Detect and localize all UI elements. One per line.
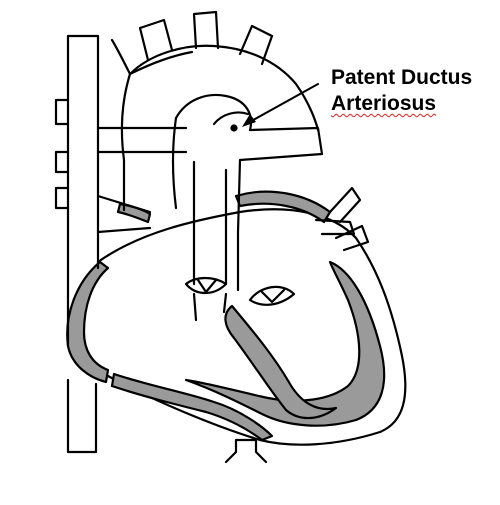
aortic-valve bbox=[248, 285, 296, 306]
heart-outline bbox=[96, 208, 407, 446]
arch-outer bbox=[128, 44, 320, 132]
pulmonary-valve bbox=[184, 276, 228, 295]
pulmonary-valve-leaflet bbox=[196, 278, 218, 294]
right-atrium-wall bbox=[66, 260, 110, 384]
label-arteriosus: Arteriosus bbox=[331, 92, 436, 116]
right-pulmonary-vein-2 bbox=[54, 150, 70, 174]
right-pulmonary-vein-3 bbox=[54, 186, 70, 210]
ventricle-wall bbox=[184, 260, 386, 427]
label-patent-ductus: Patent Ductus bbox=[331, 66, 472, 90]
brachiocephalic-artery bbox=[138, 18, 174, 62]
inferior-vena-cava-tube bbox=[66, 378, 98, 454]
septum bbox=[224, 304, 338, 420]
ductus-opening bbox=[230, 124, 238, 132]
left-carotid-artery bbox=[192, 10, 220, 50]
valve-wall-left bbox=[192, 292, 228, 322]
left-atrium-wall bbox=[234, 190, 332, 224]
right-pulmonary-artery bbox=[96, 126, 188, 154]
pulmonary-trunk bbox=[236, 126, 324, 292]
left-pulmonary-vein-2 bbox=[314, 218, 356, 236]
left-pulmonary-vein-3 bbox=[334, 224, 370, 252]
label-line-2-text: Arteriosus bbox=[331, 92, 437, 115]
superior-vena-cava bbox=[66, 34, 100, 270]
aortic-valve-leaflet bbox=[260, 288, 286, 304]
pulmonary-branch-fill bbox=[116, 202, 152, 224]
lower-band bbox=[110, 372, 274, 442]
ductus-arteriosus bbox=[212, 111, 250, 126]
left-pulmonary-vein-1 bbox=[328, 186, 362, 224]
label-line-1-text: Patent Ductus bbox=[331, 66, 473, 89]
left-subclavian-artery bbox=[238, 24, 274, 66]
ascending-aorta bbox=[171, 116, 178, 210]
inferior-vena-cava bbox=[224, 438, 268, 464]
label-arrow-line bbox=[245, 83, 319, 125]
right-pulmonary-vein-1 bbox=[54, 98, 70, 126]
label-arrowhead bbox=[242, 114, 256, 127]
aortic-arch bbox=[110, 38, 194, 212]
